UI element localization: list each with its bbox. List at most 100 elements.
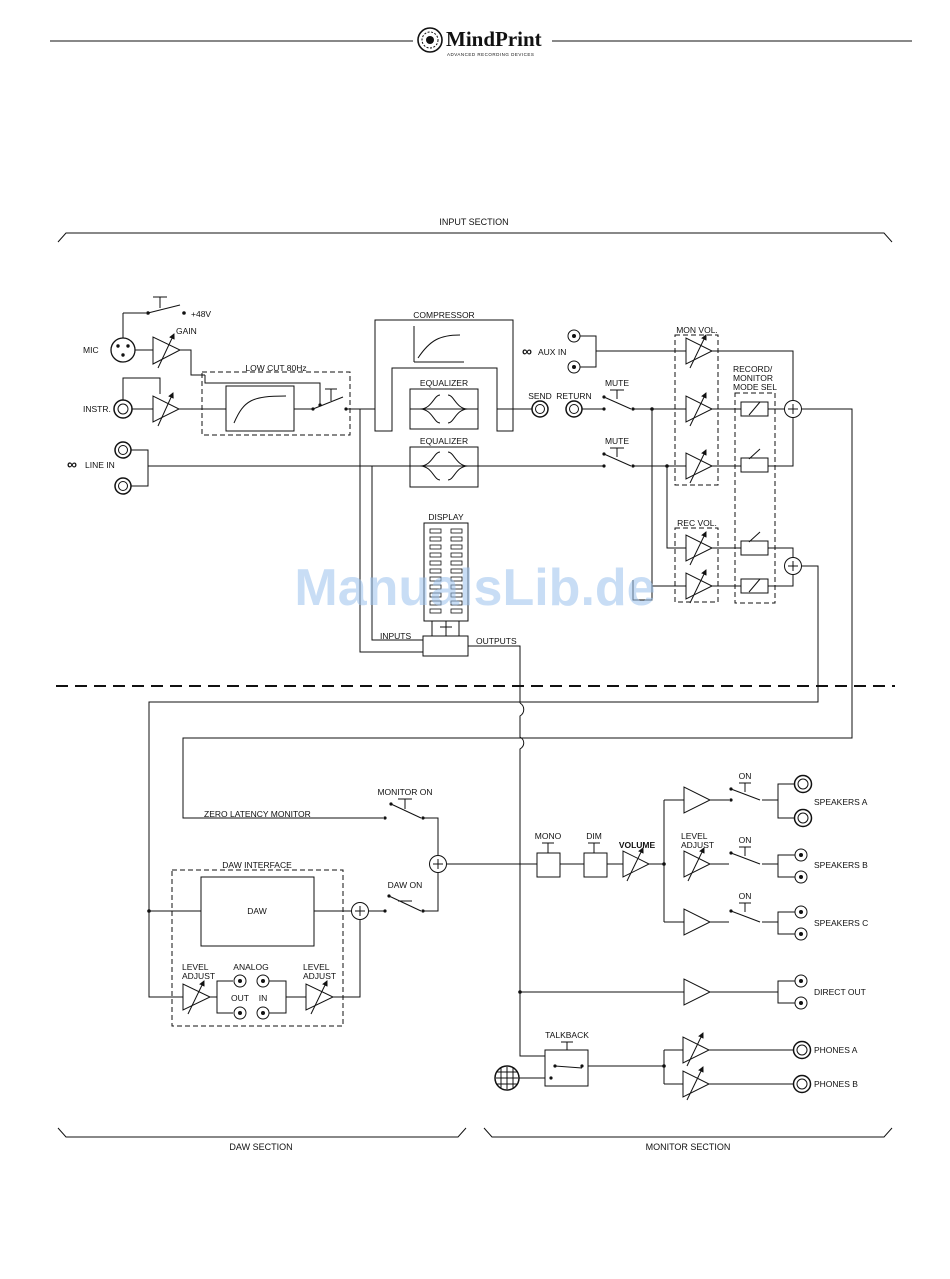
level-adjust-b-label-2: ADJUST	[303, 971, 336, 981]
zero-latency-label: ZERO LATENCY MONITOR	[204, 809, 311, 819]
daw-input-level-adjust: LEVEL ADJUST	[303, 962, 336, 1015]
line-in-label: LINE IN	[85, 460, 115, 470]
equalizer-2-label: EQUALIZER	[420, 436, 468, 446]
mute-switch-1: MUTE	[602, 378, 635, 411]
speakers-b-switch: ON	[710, 835, 795, 878]
meter-segment	[429, 544, 442, 550]
mono-switch: MONO	[535, 831, 562, 878]
send-jack: SEND	[528, 391, 552, 418]
level-adjust-a-label-1: LEVEL	[182, 962, 209, 972]
meter-segment	[429, 592, 442, 598]
equalizer-2: EQUALIZER	[409, 436, 479, 488]
meter-segment	[429, 600, 442, 606]
meter-segment	[429, 536, 442, 542]
talkback-switch: TALKBACK	[544, 1030, 589, 1087]
page-header: MindPrint ADVANCED RECORDING DEVICES	[50, 27, 912, 57]
speaker-amps	[518, 786, 712, 1006]
analog-in-label: IN	[259, 993, 268, 1003]
outputs-label: OUTPUTS	[476, 636, 517, 646]
phones-b-label: PHONES B	[814, 1079, 858, 1089]
instr-label: INSTR.	[83, 404, 111, 414]
meter-segment	[429, 608, 442, 614]
compressor-block: COMPRESSOR	[374, 310, 514, 432]
talkback-label: TALKBACK	[545, 1030, 589, 1040]
analog-io-connectors: ANALOG OUT IN	[231, 962, 270, 1020]
monitor-on-label: MONITOR ON	[377, 787, 432, 797]
daw-output-level-adjust: LEVEL ADJUST	[182, 962, 215, 1015]
line-input-connectors: ∞ LINE IN	[67, 441, 410, 495]
direct-out-label: DIRECT OUT	[814, 987, 866, 997]
display-label: DISPLAY	[428, 512, 464, 522]
inputs-label: INPUTS	[380, 631, 412, 641]
record-monitor-label-1: RECORD/	[733, 364, 773, 374]
phones-b-connector: PHONES B	[792, 1074, 858, 1094]
infinity-icon-line: ∞	[67, 456, 77, 472]
return-label: RETURN	[556, 391, 591, 401]
mic-label: MIC	[83, 345, 99, 355]
on-c-label: ON	[739, 891, 752, 901]
mute-switch-2: MUTE	[602, 436, 635, 468]
record-mix-summer	[784, 557, 802, 575]
meter-segment	[450, 528, 463, 534]
daw-section-title: DAW SECTION	[229, 1142, 292, 1152]
low-cut-label: LOW CUT 80Hz	[245, 363, 306, 373]
meter-segment	[429, 568, 442, 574]
speakers-a-connectors: SPEAKERS A	[793, 774, 868, 828]
equalizer-1: EQUALIZER	[409, 378, 479, 430]
monitor-mix-summer	[784, 400, 802, 418]
input-section-title: INPUT SECTION	[439, 217, 508, 227]
aux-input-connectors: ∞ AUX IN	[522, 329, 686, 374]
speakers-c-connectors: SPEAKERS C	[794, 905, 868, 941]
phantom-power-label: +48V	[191, 309, 211, 319]
equalizer-1-label: EQUALIZER	[420, 378, 468, 388]
mic-gain-amp: GAIN	[152, 326, 197, 369]
daw-return-summer	[351, 902, 369, 920]
speakers-a-label: SPEAKERS A	[814, 797, 868, 807]
compressor-label: COMPRESSOR	[413, 310, 474, 320]
meter-segment	[450, 560, 463, 566]
phones-a-label: PHONES A	[814, 1045, 858, 1055]
brand-logo-icon	[417, 27, 443, 53]
brand-name: MindPrint	[446, 27, 542, 51]
mute-2-label: MUTE	[605, 436, 629, 446]
speakers-b-connectors: SPEAKERS B	[794, 848, 868, 884]
record-monitor-label-2: MONITOR	[733, 373, 773, 383]
instrument-amp	[152, 392, 181, 427]
dim-label: DIM	[586, 831, 602, 841]
mono-label: MONO	[535, 831, 562, 841]
monitor-section-bracket: MONITOR SECTION	[483, 1127, 893, 1152]
mute-1-label: MUTE	[605, 378, 629, 388]
analog-out-label: OUT	[231, 993, 249, 1003]
level-adjust-b-label-1: LEVEL	[303, 962, 330, 972]
record-volume-amps: REC VOL.	[674, 518, 719, 604]
meter-segment	[450, 584, 463, 590]
meter-segment	[429, 576, 442, 582]
record-monitor-mode-selector: RECORD/ MONITOR MODE SEL	[733, 364, 777, 604]
talkback-mic-icon	[494, 1065, 520, 1091]
daw-interface-label: DAW INTERFACE	[222, 860, 292, 870]
gain-label: GAIN	[176, 326, 197, 336]
on-b-label: ON	[739, 835, 752, 845]
mic-input-connector: MIC	[83, 337, 136, 363]
meter-segment	[429, 560, 442, 566]
meter-segment	[429, 552, 442, 558]
dim-switch: DIM	[583, 831, 608, 878]
monitor-level-adjust-label-2: ADJUST	[681, 840, 714, 850]
meter-segment	[429, 584, 442, 590]
level-adjust-a-label-2: ADJUST	[182, 971, 215, 981]
send-label: SEND	[528, 391, 552, 401]
meter-segment	[429, 528, 442, 534]
aux-in-label: AUX IN	[538, 347, 566, 357]
meter-segment	[450, 600, 463, 606]
brand-tagline: ADVANCED RECORDING DEVICES	[447, 52, 534, 57]
daw-label: DAW	[247, 906, 267, 916]
daw-on-switch: DAW ON	[383, 880, 425, 913]
input-section-bracket: INPUT SECTION	[57, 217, 893, 243]
direct-out-connectors: DIRECT OUT	[710, 974, 866, 1010]
meter-segment	[450, 552, 463, 558]
return-jack: RETURN	[556, 391, 592, 418]
mon-vol-label: MON VOL.	[676, 325, 718, 335]
meter-segment	[450, 568, 463, 574]
speakers-c-switch: ON	[710, 891, 795, 935]
